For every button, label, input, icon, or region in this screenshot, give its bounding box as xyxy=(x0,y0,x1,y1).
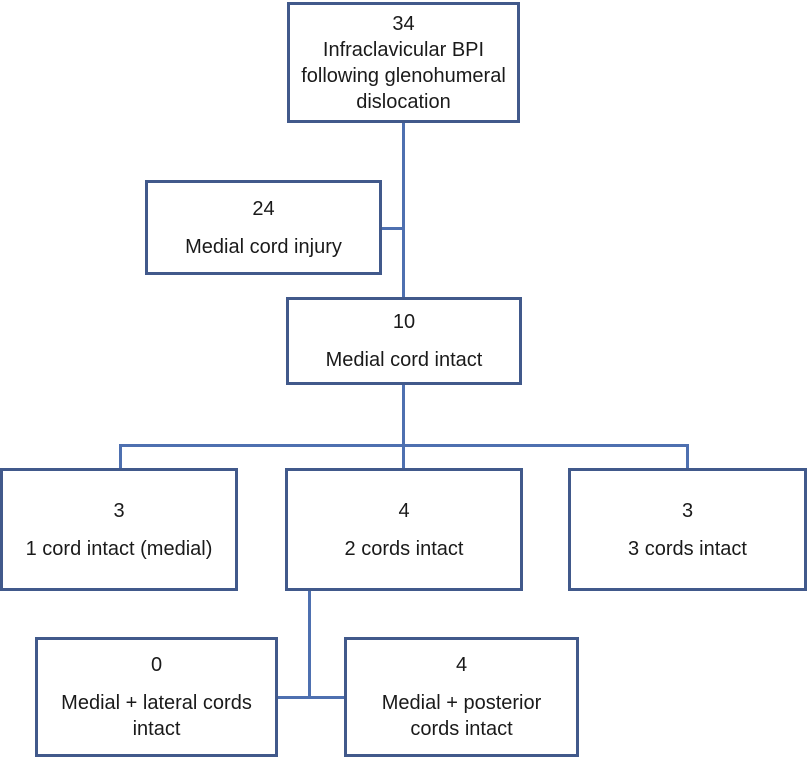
medial-lateral-label-line-1: Medial + lateral cords xyxy=(61,692,252,714)
total-count: 34 xyxy=(392,12,415,35)
one-cord-count: 3 xyxy=(113,499,125,522)
connector-top-vertical xyxy=(402,120,405,298)
two-cords-label: 2 cords intact xyxy=(344,537,464,560)
box-medial-cord-intact: 10 Medial cord intact xyxy=(286,297,522,385)
total-label-line-2: following glenohumeral xyxy=(301,64,506,87)
medial-injury-count: 24 xyxy=(252,197,275,220)
connector-lower-horizontal xyxy=(276,696,346,699)
box-two-cords-intact: 4 2 cords intact xyxy=(285,468,523,591)
connector-mid-vertical xyxy=(402,384,405,470)
medial-intact-count: 10 xyxy=(392,311,416,333)
medial-injury-label: Medial cord injury xyxy=(185,235,342,258)
medial-posterior-label-line-2: cords intact xyxy=(410,718,513,740)
box-one-cord-intact: 3 1 cord intact (medial) xyxy=(0,468,238,591)
box-medial-posterior-intact: 4 Medial + posterior cords intact xyxy=(344,637,579,757)
medial-intact-label: Medial cord intact xyxy=(325,349,483,371)
connector-to-medial-injury xyxy=(379,227,405,230)
total-label-line-1: Infraclavicular BPI xyxy=(322,38,485,61)
medial-lateral-label-line-2: intact xyxy=(132,718,181,740)
box-medial-lateral-intact: 0 Medial + lateral cords intact xyxy=(35,637,278,757)
box-medial-cord-injury: 24 Medial cord injury xyxy=(145,180,382,275)
two-cords-count: 4 xyxy=(398,499,410,522)
connector-branch-right xyxy=(686,444,689,470)
box-three-cords-intact: 3 3 cords intact xyxy=(568,468,807,591)
medial-posterior-label-line-1: Medial + posterior xyxy=(381,692,542,714)
connector-branch-horizontal xyxy=(119,444,689,447)
one-cord-label: 1 cord intact (medial) xyxy=(25,537,213,560)
medial-lateral-count: 0 xyxy=(150,654,163,676)
box-total: 34 Infraclavicular BPI following glenohu… xyxy=(287,2,520,123)
connector-lower-vertical xyxy=(308,589,311,699)
total-label-line-3: dislocation xyxy=(356,90,451,113)
medial-posterior-count: 4 xyxy=(455,654,468,676)
three-cords-count: 3 xyxy=(681,499,694,522)
three-cords-label: 3 cords intact xyxy=(628,537,747,560)
connector-branch-left xyxy=(119,444,122,470)
